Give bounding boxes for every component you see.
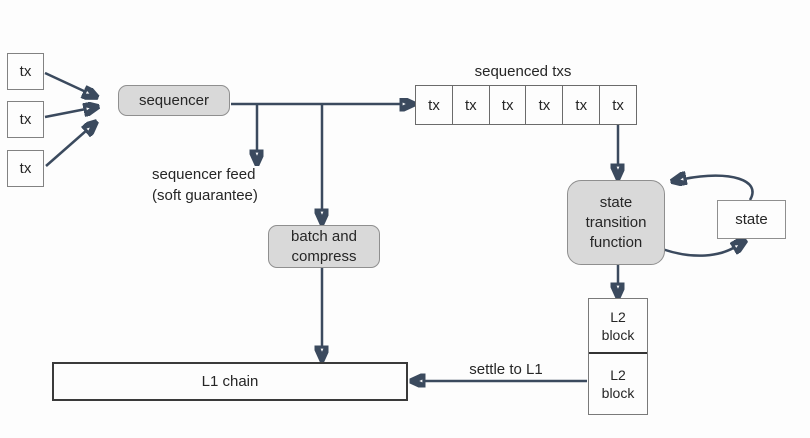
- l2-block-stack: L2 block L2 block: [588, 298, 648, 415]
- tx-label: tx: [19, 111, 32, 128]
- sequenced-txs-label: sequenced txs: [474, 63, 572, 80]
- sequenced-tx-cell: tx: [562, 85, 601, 125]
- tx-label: tx: [19, 160, 32, 177]
- sequencer-feed-line1: sequencer feed: [152, 166, 256, 183]
- tx-label: tx: [575, 96, 588, 114]
- arrow-tx3-to-sequencer: [45, 130, 87, 167]
- l2-block-bottom: L2 block: [589, 354, 647, 414]
- sequenced-txs-row: tx tx tx tx tx tx: [415, 85, 638, 125]
- state-box: state: [717, 200, 786, 239]
- sequencer-feed-line2: (soft guarantee): [152, 187, 258, 204]
- tx-label: tx: [612, 96, 624, 114]
- settle-to-l1-label: settle to L1: [469, 361, 543, 378]
- sequenced-tx-cell: tx: [525, 85, 564, 125]
- tx-input-box-1: tx: [7, 53, 44, 90]
- sequencer-feed-label: sequencer feed (soft guarantee): [152, 164, 258, 206]
- sequenced-tx-cell: tx: [415, 85, 453, 125]
- l1-chain-box: L1 chain: [52, 362, 408, 401]
- l2-block-bottom-line2: block: [601, 385, 635, 401]
- arrow-state-to-stf-curve: [684, 176, 754, 201]
- tx-label: tx: [538, 96, 551, 114]
- batch-compress-box: batch and compress: [268, 225, 380, 268]
- state-transition-function-box: state transition function: [567, 180, 665, 265]
- l2-block-top: L2 block: [589, 299, 647, 354]
- l2-block-bottom-line1: L2: [610, 367, 626, 383]
- arrow-tx1-to-sequencer: [44, 71, 86, 92]
- batch-compress-line1: batch and: [291, 227, 357, 245]
- tx-input-box-2: tx: [7, 101, 44, 138]
- sequencer-box: sequencer: [118, 85, 230, 116]
- tx-label: tx: [464, 96, 477, 114]
- tx-label: tx: [428, 96, 440, 114]
- arrow-stf-to-state-curve: [661, 247, 735, 257]
- sequenced-tx-cell: tx: [488, 85, 527, 125]
- stf-line2: transition: [585, 213, 647, 231]
- tx-label: tx: [501, 96, 514, 114]
- batch-compress-line2: compress: [291, 247, 357, 265]
- tx-input-box-3: tx: [7, 150, 44, 187]
- l1-chain-label: L1 chain: [201, 373, 259, 390]
- state-label: state: [735, 211, 768, 228]
- sequenced-tx-cell: tx: [599, 85, 638, 125]
- l2-block-top-line2: block: [601, 326, 635, 343]
- arrow-tx2-to-sequencer: [44, 109, 86, 119]
- stf-line1: state: [599, 193, 633, 211]
- stf-line3: function: [589, 233, 643, 251]
- sequenced-tx-cell: tx: [451, 85, 490, 125]
- l2-block-top-line1: L2: [610, 308, 626, 325]
- tx-label: tx: [19, 63, 32, 80]
- sequencer-label: sequencer: [138, 91, 210, 109]
